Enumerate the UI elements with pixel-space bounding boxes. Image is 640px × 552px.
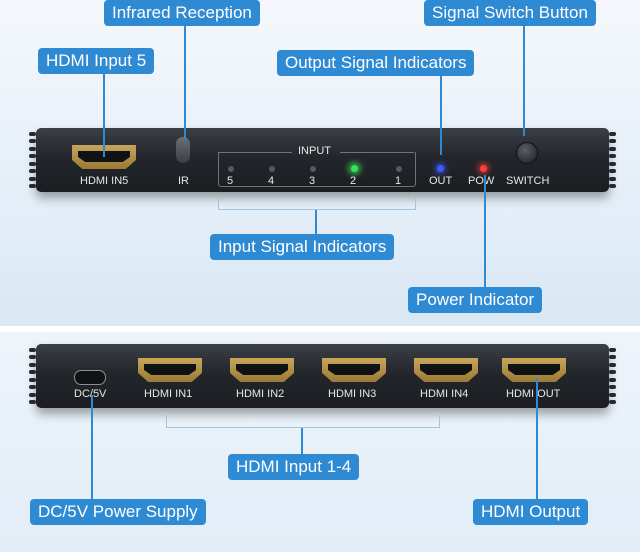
leader-switch xyxy=(523,24,525,136)
input-group-frame-top-left xyxy=(218,152,292,153)
input-indicators-bracket xyxy=(218,197,416,210)
callout-hdmi-input-5: HDMI Input 5 xyxy=(38,48,155,74)
callout-signal-switch-button: Signal Switch Button xyxy=(424,0,596,26)
leader-ir xyxy=(184,24,186,139)
callout-input-signal-indicators: Input Signal Indicators xyxy=(210,234,395,260)
callout-dc-5v-power-supply: DC/5V Power Supply xyxy=(30,499,206,525)
hdmi-in2-port xyxy=(230,358,294,382)
pow-label: POW xyxy=(468,175,495,187)
input-number-3: 3 xyxy=(309,175,316,187)
leader-hdmi-output xyxy=(536,378,538,500)
heat-fins-left xyxy=(29,344,36,408)
hdmi-inputs-bracket xyxy=(166,415,440,428)
input-4-led xyxy=(269,166,275,172)
leader-pow-led xyxy=(484,175,486,290)
input-3-led xyxy=(310,166,316,172)
heat-fins-left xyxy=(29,128,36,192)
out-led xyxy=(437,165,444,172)
leader-out-led xyxy=(440,75,442,155)
hdmi-in1-label: HDMI IN1 xyxy=(144,388,193,400)
input-number-1: 1 xyxy=(395,175,402,187)
hdmi-in3-label: HDMI IN3 xyxy=(328,388,377,400)
input-group-frame xyxy=(218,152,416,187)
callout-power-indicator: Power Indicator xyxy=(408,287,543,313)
hdmi-in4-label: HDMI IN4 xyxy=(420,388,469,400)
leader-hdmi-inputs xyxy=(301,428,303,454)
ir-label: IR xyxy=(178,175,189,187)
hdmi-out-label: HDMI OUT xyxy=(506,388,561,400)
switch-front-panel: HDMI IN5 IR INPUT 5 4 3 2 1 OUT POW SWIT… xyxy=(29,128,616,192)
dc-power-port xyxy=(74,370,106,385)
ir-receiver xyxy=(176,137,190,163)
input-2-led-active xyxy=(351,165,358,172)
dc-5v-label: DC/5V xyxy=(74,388,107,400)
hdmi-in5-label: HDMI IN5 xyxy=(80,175,129,187)
hdmi-in3-port xyxy=(322,358,386,382)
leader-hdmi-in5 xyxy=(103,73,105,157)
hdmi-out-port xyxy=(502,358,566,382)
input-group-frame-top-right xyxy=(340,152,414,153)
leader-dc-power xyxy=(91,395,93,499)
callout-hdmi-input-1-4: HDMI Input 1-4 xyxy=(228,454,360,480)
input-number-4: 4 xyxy=(268,175,275,187)
input-1-led xyxy=(396,166,402,172)
out-label: OUT xyxy=(429,175,453,187)
input-number-5: 5 xyxy=(227,175,234,187)
heat-fins-right xyxy=(609,344,616,408)
leader-input-indicators xyxy=(315,210,317,234)
callout-hdmi-output: HDMI Output xyxy=(473,499,589,525)
input-5-led xyxy=(228,166,234,172)
hdmi-in4-port xyxy=(414,358,478,382)
switch-button[interactable] xyxy=(516,142,538,164)
switch-rear-panel: DC/5V HDMI IN1 HDMI IN2 HDMI IN3 HDMI IN… xyxy=(29,344,616,408)
input-number-2: 2 xyxy=(350,175,357,187)
callout-output-signal-indicators: Output Signal Indicators xyxy=(277,50,475,76)
switch-label: SWITCH xyxy=(506,175,550,187)
callout-infrared-reception: Infrared Reception xyxy=(104,0,260,26)
hdmi-in2-label: HDMI IN2 xyxy=(236,388,285,400)
heat-fins-right xyxy=(609,128,616,192)
pow-led xyxy=(480,165,487,172)
hdmi-in1-port xyxy=(138,358,202,382)
input-heading: INPUT xyxy=(298,145,331,157)
